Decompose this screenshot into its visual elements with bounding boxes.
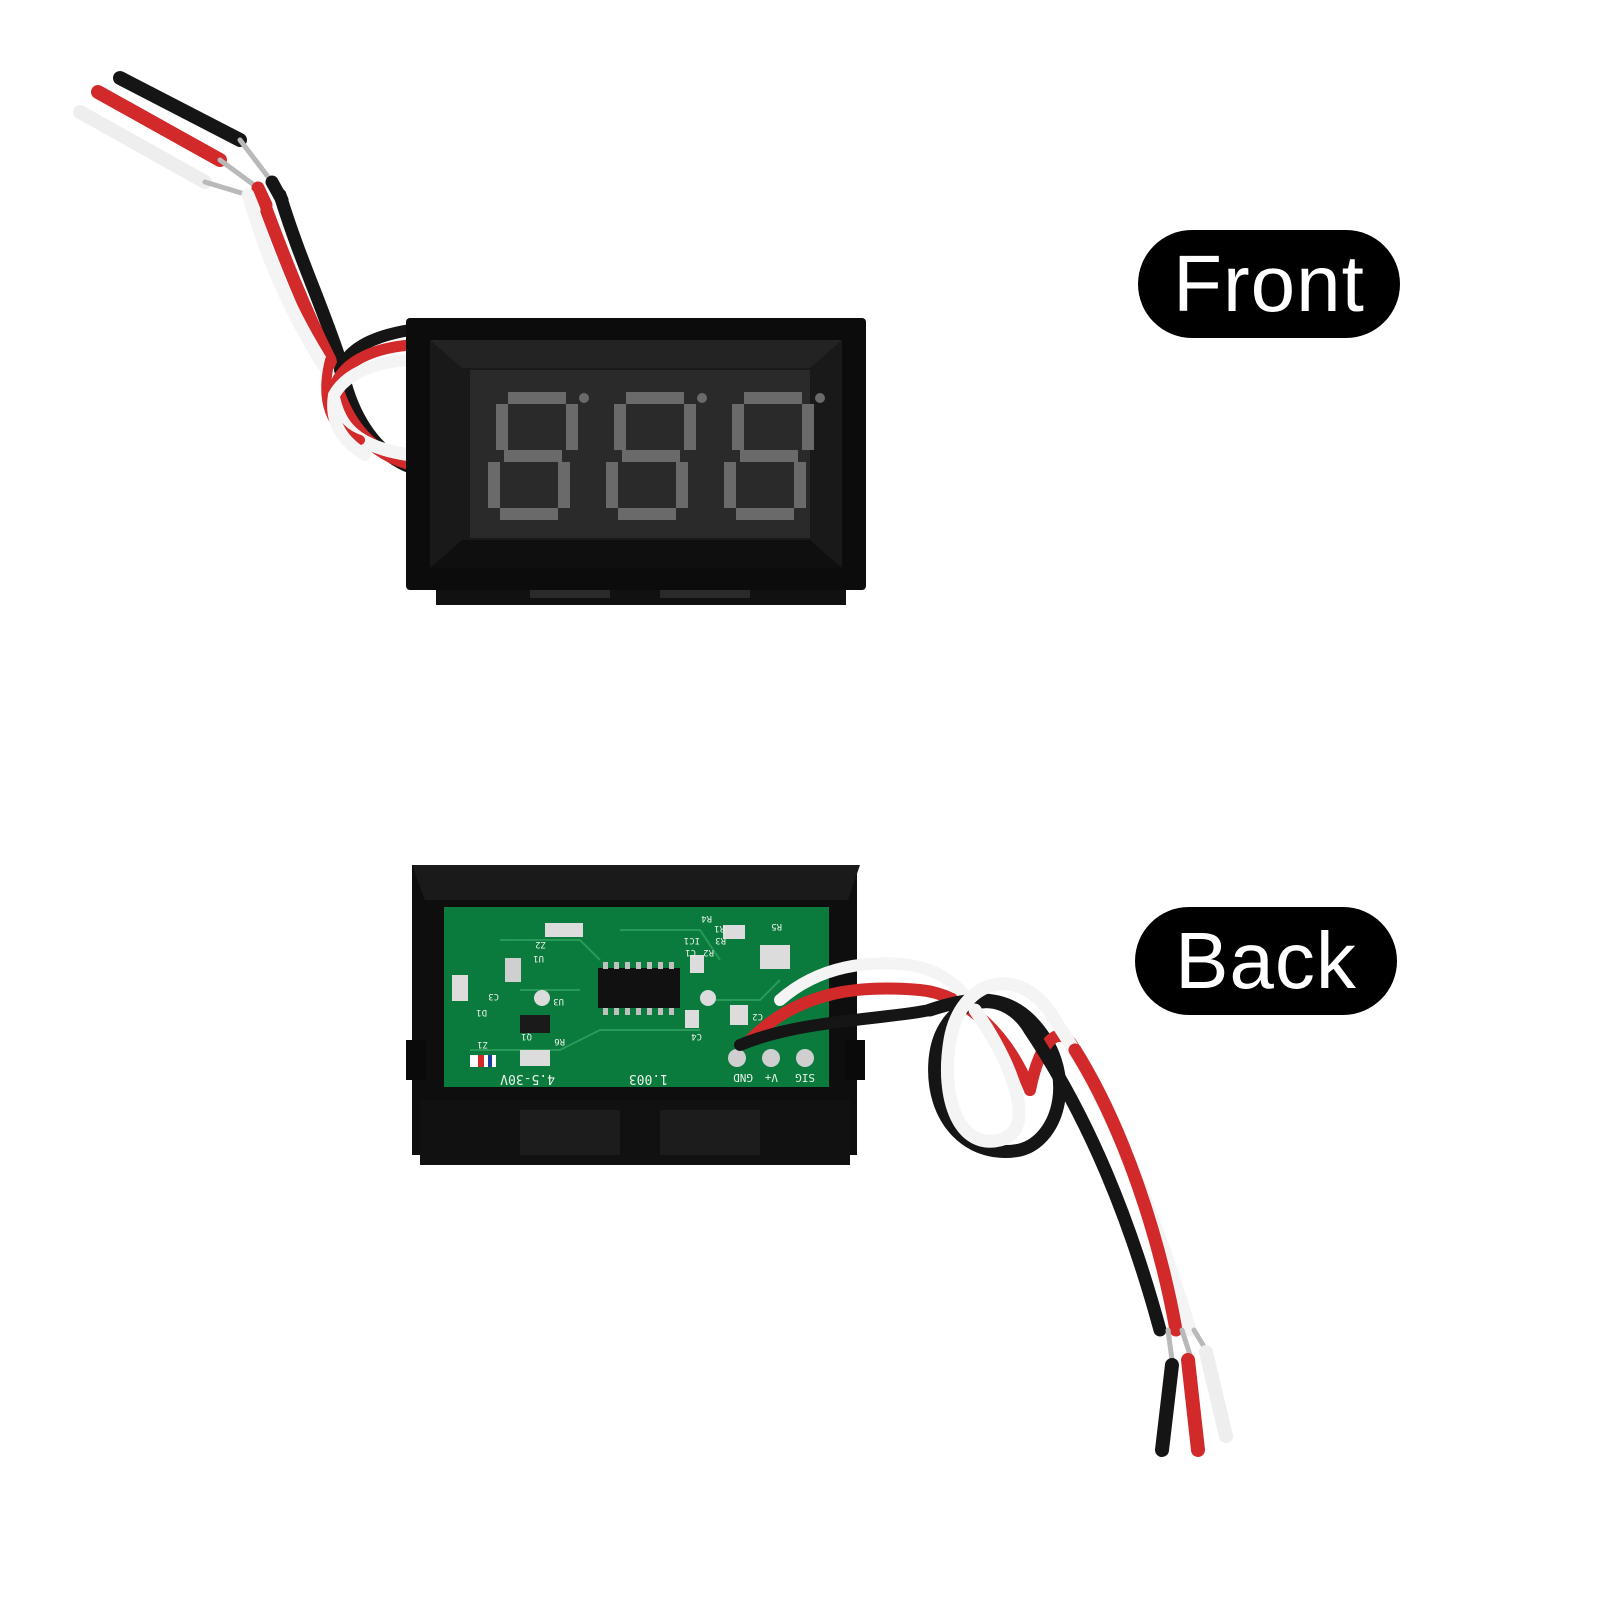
pcb-ref-r1: R1 [714, 923, 725, 933]
pcb-ref-c4: C4 [691, 1031, 702, 1041]
front-label: Front [1138, 230, 1400, 338]
ic-pin [669, 962, 674, 969]
digit-decimal-point [815, 393, 825, 403]
ic-pin [625, 962, 630, 969]
pcb-ref-r6: R6 [554, 1036, 565, 1046]
front-wires [73, 71, 427, 477]
digit-segment [566, 404, 578, 450]
digit-segment [740, 450, 798, 462]
digit-segment [626, 392, 684, 404]
ic-pin [636, 962, 641, 969]
pcb-ref-z2: Z2 [535, 939, 546, 949]
digit-segment [500, 508, 558, 520]
ic-pin [603, 962, 608, 969]
digit-segment [676, 462, 688, 508]
digit-decimal-point [579, 393, 589, 403]
pcb-ic-chip [598, 968, 680, 1008]
pcb-ref-r3: R3 [715, 935, 726, 945]
led-digits [488, 392, 825, 520]
pcb-ref-c3: C3 [488, 991, 499, 1001]
digit-decimal-point [697, 393, 707, 403]
digit-segment [614, 404, 626, 450]
pcb-ref-u1: U1 [533, 953, 544, 963]
digit-segment [744, 392, 802, 404]
back-wires [734, 957, 1233, 1457]
ic-pin [636, 1008, 641, 1015]
digit-segment [684, 404, 696, 450]
pcb-ref-d1: D1 [476, 1007, 487, 1017]
ic-pin [669, 1008, 674, 1015]
digit-segment [496, 404, 508, 450]
pcb-pin-vplus: V+ [764, 1071, 778, 1084]
pcb-ref-z1: Z1 [477, 1039, 488, 1049]
pcb-ref-u3: U3 [553, 996, 564, 1006]
digit-segment [802, 404, 814, 450]
ic-pin [625, 1008, 630, 1015]
pcb-ref-c2: C2 [752, 1011, 763, 1021]
digit-segment [504, 450, 562, 462]
digit-segment [618, 508, 676, 520]
pcb-ref-r2: R2 [703, 947, 714, 957]
ic-pin [614, 1008, 619, 1015]
digit-segment [724, 462, 736, 508]
back-meter: 4.5-30V 1.003 GND V+ SIG R1 R3 R2 R4 R5 … [406, 865, 1233, 1457]
pcb-ref-r5: R5 [771, 921, 782, 931]
pcb-ref-ic1: IC1 [684, 935, 700, 945]
digit-segment [622, 450, 680, 462]
digit-segment [558, 462, 570, 508]
pcb-pin-sig: SIG [795, 1071, 815, 1084]
pcb-voltage-text: 4.5-30V [500, 1071, 555, 1086]
pcb-pin-gnd: GND [733, 1071, 753, 1084]
ic-pin [658, 962, 663, 969]
digit-segment [606, 462, 618, 508]
ic-pin [647, 1008, 652, 1015]
pcb-ref-c1: C1 [685, 947, 696, 957]
pcb-ref-r4: R4 [701, 913, 712, 923]
ic-pin [647, 962, 652, 969]
ic-pin [603, 1008, 608, 1015]
digit-segment [794, 462, 806, 508]
digit-segment [488, 462, 500, 508]
ic-pin [614, 962, 619, 969]
front-meter [73, 71, 866, 605]
digit-segment [732, 404, 744, 450]
digit-segment [508, 392, 566, 404]
pcb-code-text: 1.003 [629, 1071, 668, 1086]
back-label: Back [1135, 907, 1397, 1015]
digit-segment [736, 508, 794, 520]
ic-pin [658, 1008, 663, 1015]
pcb-ref-q1: Q1 [521, 1031, 532, 1041]
